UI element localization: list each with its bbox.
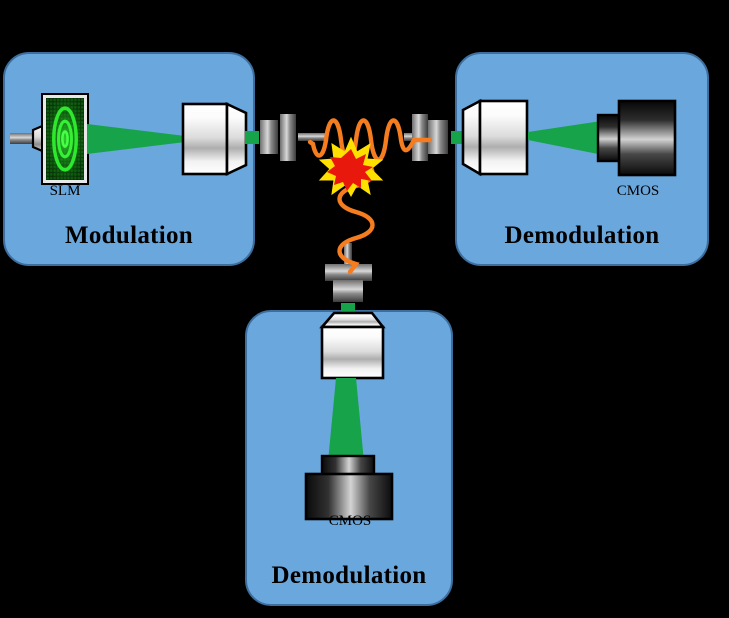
fiber-coupling-right [451, 131, 465, 144]
fiber-lead-bottom [344, 243, 352, 267]
beam-demodulation-bottom [328, 378, 364, 462]
slm-label: SLM [49, 183, 81, 199]
fiber-connector-bottom-body [333, 280, 363, 302]
panel-title-demodulation-right: Demodulation [504, 222, 660, 249]
fiber-connector-left-body [260, 120, 278, 154]
slm-device [41, 93, 89, 185]
fiber-splice-burst-icon [318, 136, 384, 198]
cmos-camera-right [596, 99, 677, 177]
cmos-label-bottom: CMOS [328, 513, 372, 529]
fiber-connector-right-body [428, 120, 448, 154]
beam-modulation [87, 124, 185, 154]
collimating-lens-bottom [319, 311, 386, 380]
fiber-connector-right-flange [412, 114, 428, 161]
cmos-camera-bottom [304, 454, 394, 521]
panel-title-modulation: Modulation [64, 222, 194, 249]
fiber-connector-left-flange [280, 114, 296, 161]
panel-title-demodulation-bottom: Demodulation [271, 562, 427, 589]
laser-source [10, 133, 36, 144]
beam-demodulation-right [528, 120, 608, 156]
slm-hologram-icon [46, 98, 84, 180]
fiber-lead-left [298, 133, 326, 141]
collimating-lens-right [461, 98, 529, 177]
fiber-coupling-left [245, 131, 259, 144]
objective-lens-modulation [181, 101, 248, 177]
cmos-label-right: CMOS [616, 183, 660, 199]
